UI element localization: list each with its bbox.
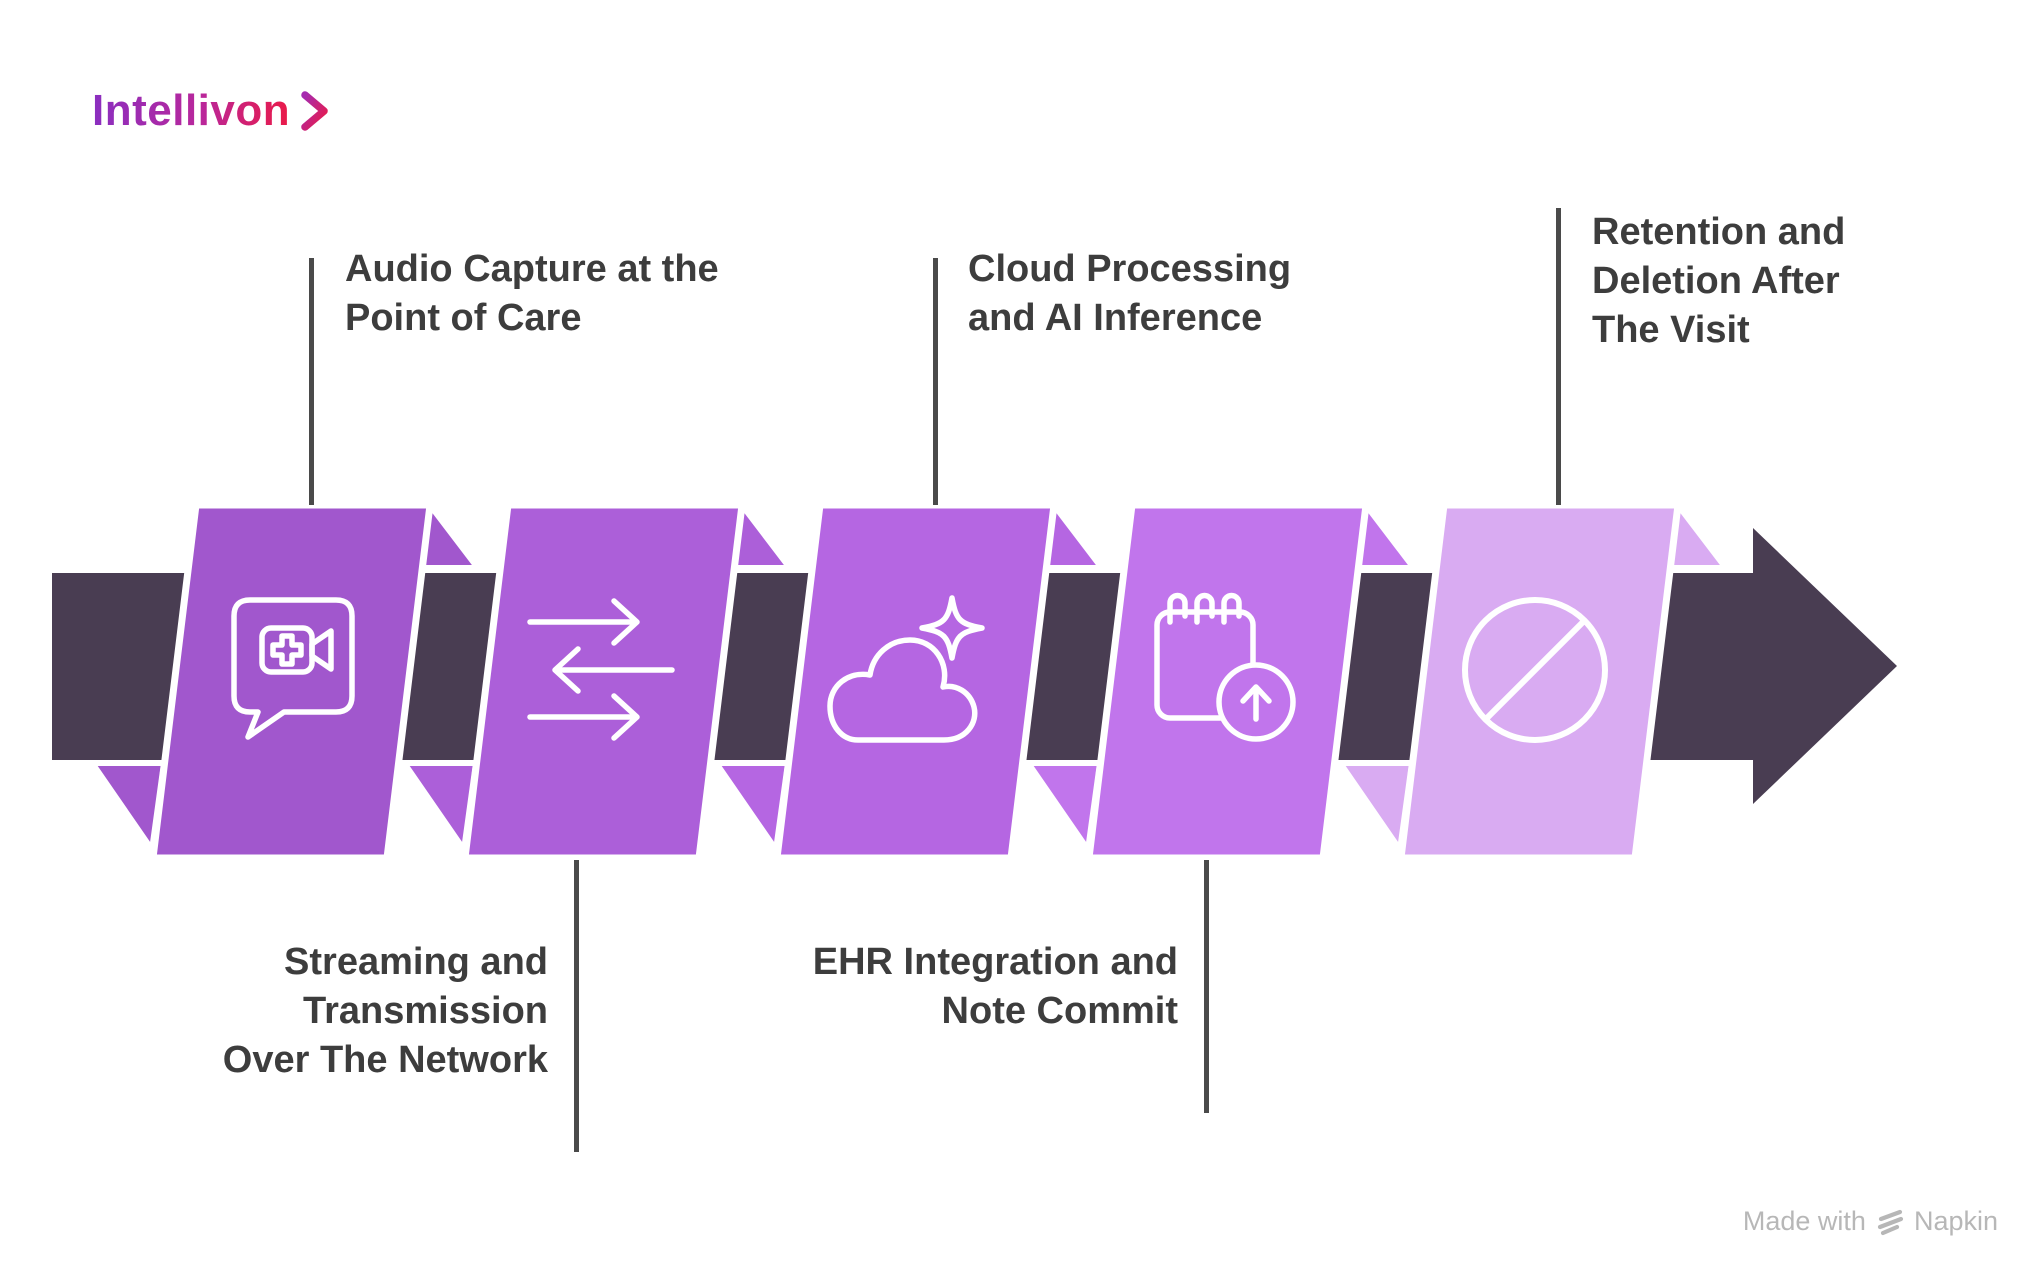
step-2-label: Streaming and Transmission Over The Netw… (222, 941, 548, 1081)
step-card-1 (149, 501, 434, 862)
step-1-label: Audio Capture at the Point of Care (345, 248, 719, 339)
cloud-sparkle-icon (827, 595, 985, 743)
medical-video-chat-icon (231, 597, 355, 740)
chevron-right-icon (301, 91, 328, 131)
step-3-label: Cloud Processing and AI Inference (968, 248, 1292, 339)
transfer-arrows-icon (527, 598, 675, 741)
napkin-brand-text: Napkin (1913, 1206, 1998, 1236)
connector-step-2 (574, 860, 579, 1152)
step-card-5 (1397, 501, 1682, 862)
connector-step-3 (933, 258, 938, 505)
step-5-label: Retention and Deletion After The Visit (1592, 211, 1846, 351)
connector-step-1 (309, 258, 314, 505)
napkin-logo-icon (1877, 1209, 1904, 1235)
note-upload-icon (1154, 592, 1296, 742)
connector-step-5 (1556, 208, 1561, 505)
made-with-text: Made with (1742, 1206, 1866, 1236)
step-4-label: EHR Integration and Note Commit (812, 941, 1178, 1032)
made-with-napkin-badge: Made with Napkin (1743, 1206, 1998, 1237)
step-card-2 (461, 501, 746, 862)
intellivon-logo-text: Intellivon (92, 86, 291, 135)
step-card-3 (773, 501, 1058, 862)
connector-step-4 (1204, 860, 1209, 1113)
intellivon-logo: Intellivon (92, 86, 330, 136)
no-sign-icon (1462, 597, 1608, 743)
